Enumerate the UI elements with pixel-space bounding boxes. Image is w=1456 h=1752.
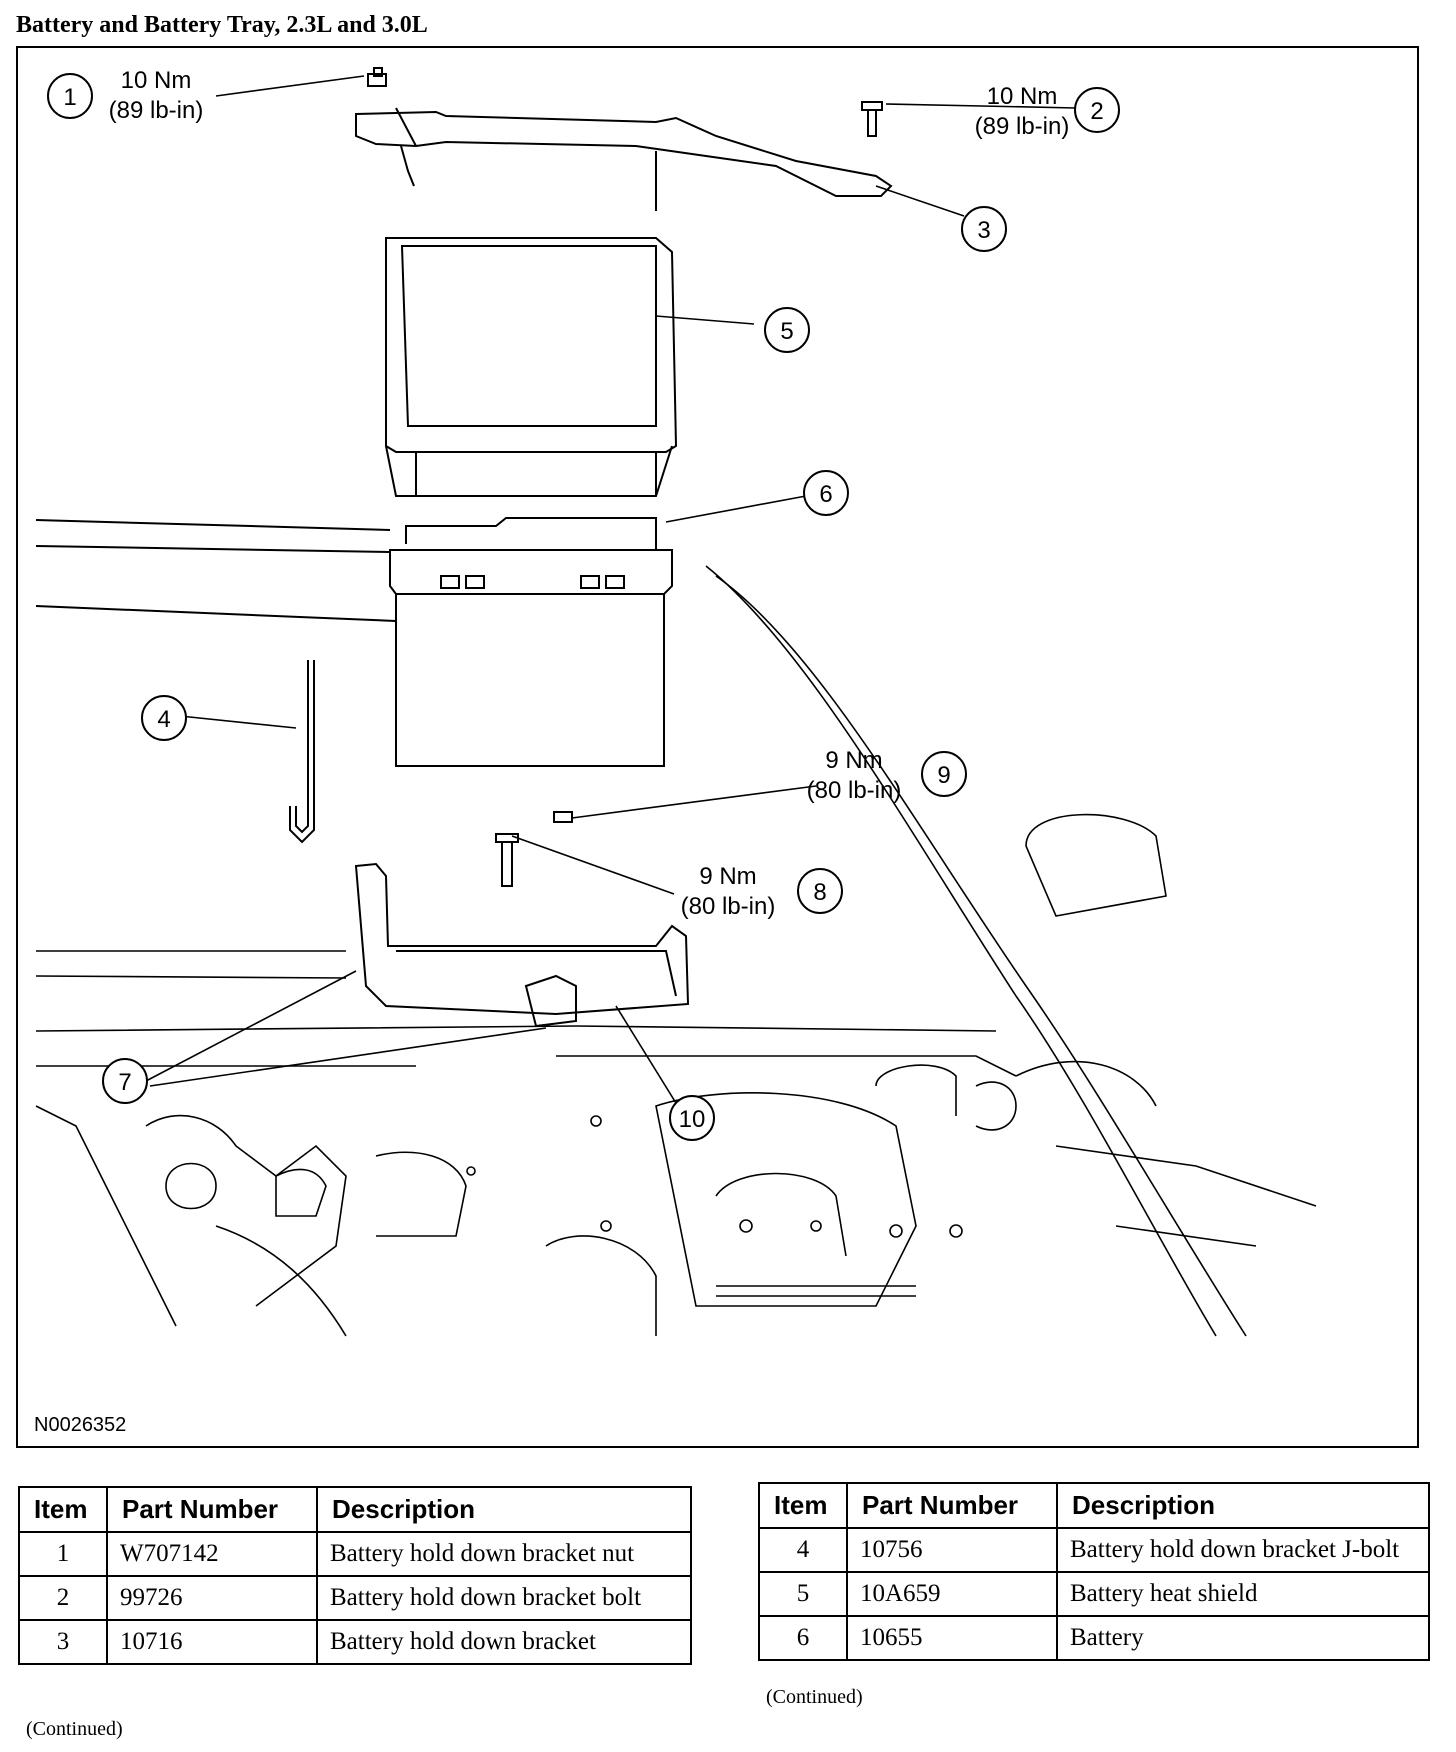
callout-10-number: 10 (679, 1106, 706, 1133)
table-row: 5 10A659 Battery heat shield (758, 1571, 1430, 1617)
callout-5-circle (764, 307, 810, 353)
cell-part-number: W707142 (106, 1531, 318, 1577)
column-header-item: Item (18, 1486, 108, 1533)
callout-2-number: 2 (1090, 98, 1103, 125)
cell-item: 3 (18, 1619, 108, 1665)
table-row: 6 10655 Battery (758, 1615, 1430, 1661)
cell-description: Battery heat shield (1056, 1571, 1430, 1617)
nut-drawing (367, 67, 387, 87)
exploded-diagram: 1 2 3 4 5 6 7 8 9 10 10 Nm (89 lb-in) 10… (35, 67, 1317, 1337)
bolt-drawing (861, 101, 883, 137)
callout-9-circle (921, 751, 967, 797)
cell-part-number: 10655 (846, 1615, 1058, 1661)
callout-5-number: 5 (780, 318, 793, 345)
parts-table-right: Item Part Number Description 4 10756 Bat… (758, 1482, 1430, 1661)
j-bolt-drawing (289, 660, 315, 844)
callout-2-circle (1074, 87, 1120, 133)
cell-description: Battery hold down bracket nut (316, 1531, 692, 1577)
callout-6-number: 6 (819, 481, 832, 508)
cell-item: 4 (758, 1527, 848, 1573)
heat-shield-drawing (385, 237, 678, 497)
cell-description: Battery hold down bracket J-bolt (1056, 1527, 1430, 1573)
battery-drawing (35, 517, 673, 767)
cell-part-number: 10716 (106, 1619, 318, 1665)
callout-10-circle (669, 1095, 715, 1141)
cell-item: 2 (18, 1575, 108, 1621)
cell-item: 5 (758, 1571, 848, 1617)
callout-7-number: 7 (118, 1069, 131, 1096)
cell-part-number: 10A659 (846, 1571, 1058, 1617)
engine-bay-drawing (35, 565, 1317, 1337)
callout-8-number: 8 (813, 879, 826, 906)
torque-9-lbin: (80 lb-in) (807, 777, 902, 804)
torque-2-nm: 10 Nm (987, 83, 1058, 110)
fastener-9-drawing (553, 811, 573, 823)
column-header-description: Description (1056, 1482, 1430, 1529)
torque-1-lbin: (89 lb-in) (109, 97, 204, 124)
callout-1-circle (47, 73, 93, 119)
leader-lines (145, 75, 1077, 1117)
figure-reference: N0026352 (34, 1414, 127, 1436)
torque-1-nm: 10 Nm (121, 67, 192, 94)
callout-1-number: 1 (63, 84, 76, 111)
callout-7-circle (102, 1058, 148, 1104)
cell-item: 1 (18, 1531, 108, 1577)
cell-part-number: 10756 (846, 1527, 1058, 1573)
callout-6-circle (803, 470, 849, 516)
page-title: Battery and Battery Tray, 2.3L and 3.0L (16, 12, 428, 38)
column-header-description: Description (316, 1486, 692, 1533)
torque-8-lbin: (80 lb-in) (681, 893, 776, 920)
cell-description: Battery (1056, 1615, 1430, 1661)
hold-down-bracket-drawing (355, 107, 893, 211)
callout-3-number: 3 (977, 217, 990, 244)
continued-note-left: (Continued) (26, 1718, 123, 1740)
battery-tray-drawing (354, 862, 690, 1028)
torque-8-nm: 9 Nm (699, 863, 756, 890)
column-header-part-number: Part Number (846, 1482, 1058, 1529)
table-header-row: Item Part Number Description (758, 1482, 1430, 1529)
cell-description: Battery hold down bracket (316, 1619, 692, 1665)
continued-note-right: (Continued) (766, 1686, 863, 1708)
torque-2-lbin: (89 lb-in) (975, 113, 1070, 140)
column-header-part-number: Part Number (106, 1486, 318, 1533)
callout-9-number: 9 (937, 762, 950, 789)
callout-3-circle (961, 206, 1007, 252)
table-row: 4 10756 Battery hold down bracket J-bolt (758, 1527, 1430, 1573)
table-row: 1 W707142 Battery hold down bracket nut (18, 1531, 692, 1577)
diagram-frame (16, 46, 1419, 1448)
table-row: 3 10716 Battery hold down bracket (18, 1619, 692, 1665)
cell-item: 6 (758, 1615, 848, 1661)
parts-table-left: Item Part Number Description 1 W707142 B… (18, 1486, 692, 1665)
cell-part-number: 99726 (106, 1575, 318, 1621)
callout-4-circle (141, 695, 187, 741)
torque-9-nm: 9 Nm (825, 747, 882, 774)
column-header-item: Item (758, 1482, 848, 1529)
fastener-8-drawing (495, 833, 519, 887)
table-header-row: Item Part Number Description (18, 1486, 692, 1533)
cell-description: Battery hold down bracket bolt (316, 1575, 692, 1621)
table-row: 2 99726 Battery hold down bracket bolt (18, 1575, 692, 1621)
callout-8-circle (797, 868, 843, 914)
callout-4-number: 4 (157, 706, 170, 733)
